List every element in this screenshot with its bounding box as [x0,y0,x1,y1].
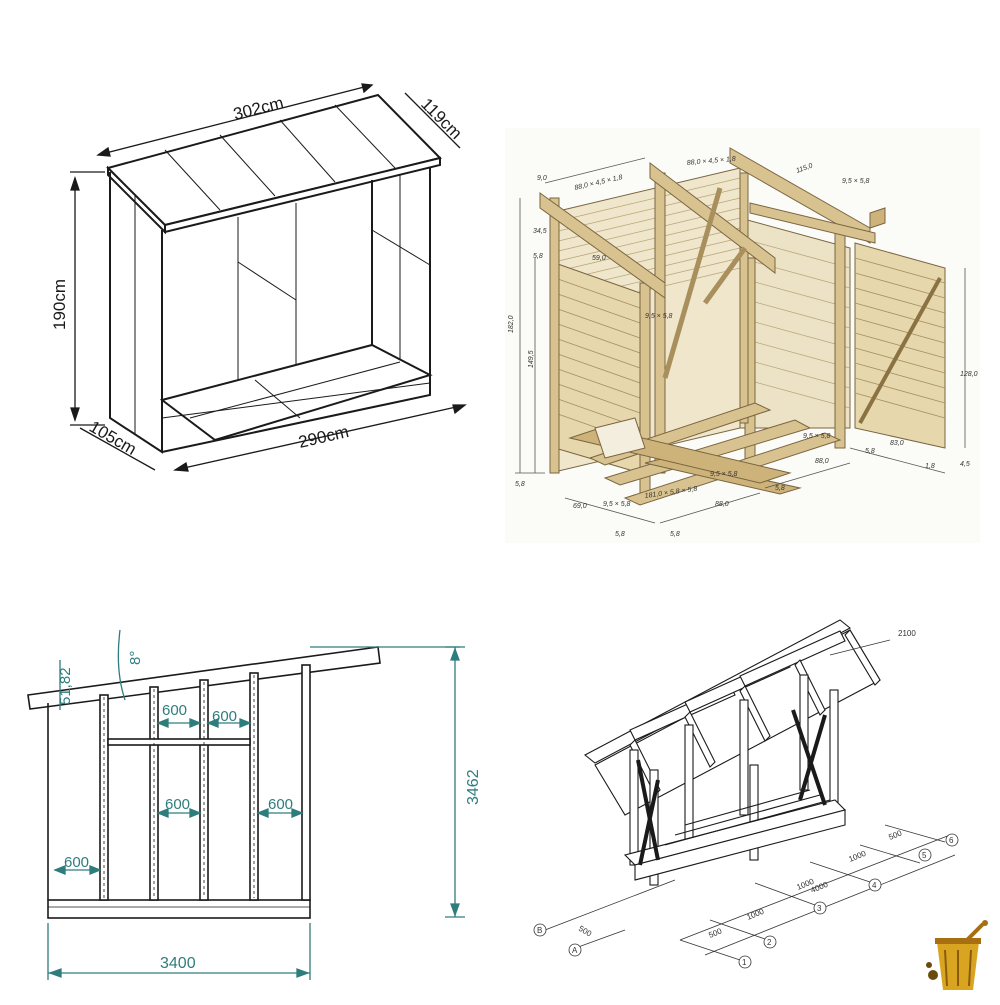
bucket-logo-icon [926,920,988,990]
label-25: 5,8 [615,531,625,538]
dim-height: 190cm [50,279,69,330]
dim-spacing-3: 600 [165,796,190,813]
dim-total-height: 3462 [465,769,482,805]
label-17: 1,8 [925,463,935,470]
label-8: 182,0 [508,315,515,333]
dim-top-width: 302cm [231,93,285,124]
label-24: 88,0 [715,501,729,508]
label-3: 9,5 × 5,8 [842,178,870,185]
label-6: 5,8 [533,253,543,260]
dim-top-depth: 119cm [417,94,466,143]
label-23: 69,0 [573,503,587,510]
dim-bottom-depth: 105cm [86,417,140,459]
label-0: 9,0 [537,175,547,182]
label-20: 9,5 × 5,8 [603,501,631,508]
label-18: 4,5 [960,461,970,468]
dim-b: 1000 [745,907,765,922]
axis-3: 3 [817,904,822,913]
label-19: 5,8 [515,481,525,488]
dim-e: 500 [887,828,903,842]
label-15: 88,0 [815,458,829,465]
label-11: 128,0 [960,371,978,378]
label-1: 88,0 × 4,5 × 1,8 [574,174,623,192]
dim-spacing-5: 600 [64,854,89,871]
dim-side: 500 [577,924,594,939]
dim-d: 1000 [847,849,867,864]
dim-spacing-2: 600 [212,708,237,725]
label-12: 9,5 × 5,8 [803,433,831,440]
wall-frame-drawing: 51,82 8° 600 600 600 600 600 3462 3400 [27,629,482,980]
label-10: 9,5 × 5,8 [645,313,673,320]
panel-shed-isometric: 302cm 119cm 190cm 105cm 290cm [0,0,500,500]
dim-roof-angle: 8° [127,651,144,665]
shed-isometric-drawing: 302cm 119cm 190cm 105cm 290cm [50,83,467,472]
label-2: 88,0 × 4,5 × 1,8 [687,156,737,167]
dim-bottom-width: 290cm [297,422,351,452]
wood-shed-colored-drawing: 9,0 88,0 × 4,5 × 1,8 88,0 × 4,5 × 1,8 9,… [508,147,978,538]
axis-a: A [572,946,578,955]
label-7: 59,0 [592,255,606,262]
dim-top: 2100 [898,629,916,638]
label-26: 5,8 [670,531,680,538]
timber-frame-drawing: 1 2 3 4 5 6 A B 2100 500 500 1000 1000 1… [533,619,959,969]
label-16: 83,0 [890,440,904,447]
panel-timber-frame-isometric: 1 2 3 4 5 6 A B 2100 500 500 1000 1000 1… [500,600,1000,1000]
axis-5: 5 [922,851,927,860]
label-9: 149,5 [528,350,535,368]
axis-4: 4 [872,881,877,890]
axis-2: 2 [767,938,772,947]
brand-logo [925,920,995,995]
label-13: 5,8 [865,448,875,455]
axis-6: 6 [949,836,954,845]
dim-spacing-1: 600 [162,702,187,719]
dim-total-width: 3400 [160,955,196,972]
axis-1: 1 [742,958,747,967]
dim-rafter-depth: 51,82 [57,667,74,705]
label-22: 5,8 [775,485,785,492]
label-5: 34,5 [533,228,547,235]
label-4: 115,0 [795,162,813,174]
dim-spacing-4: 600 [268,796,293,813]
panel-wall-frame-elevation: 51,82 8° 600 600 600 600 600 3462 3400 [0,605,500,1000]
label-14: 9,5 × 5,8 [710,471,738,478]
panel-wood-shed-colored: 9,0 88,0 × 4,5 × 1,8 88,0 × 4,5 × 1,8 9,… [505,128,980,543]
axis-b: B [537,926,542,935]
